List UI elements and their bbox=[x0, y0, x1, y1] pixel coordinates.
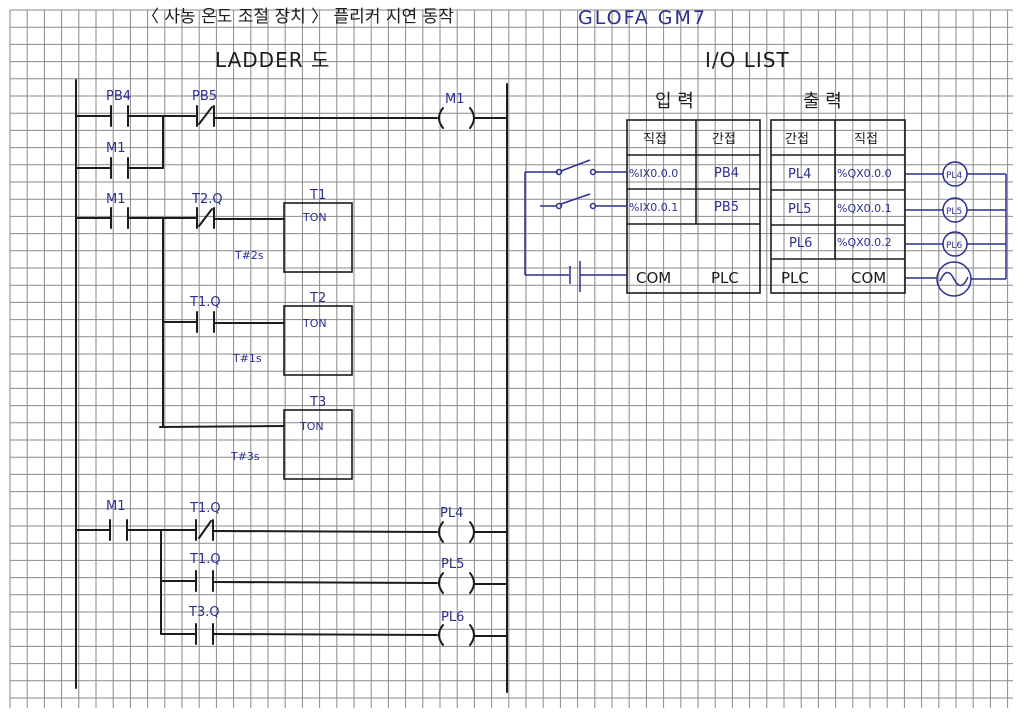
coil-label-pl5: PL5 bbox=[441, 557, 464, 572]
coil-m1 bbox=[438, 107, 475, 129]
contact-label-t1q: T1.Q bbox=[189, 295, 221, 310]
input-cell-address: %IX0.0.0 bbox=[629, 167, 678, 180]
coil-pl6 bbox=[438, 624, 475, 646]
ac-source-icon bbox=[936, 261, 972, 297]
rung-2: M1 T2.Q T1 TON T#2s bbox=[75, 188, 353, 273]
timer-preset-t1: T#2s bbox=[234, 249, 264, 262]
grid bbox=[9, 9, 1013, 708]
input-table: 직접 간접 %IX0.0.0 PB4 %IX0.0.1 PB5 COM PLC bbox=[626, 119, 761, 294]
input-cell-com: COM bbox=[636, 269, 671, 287]
pilot-lamp-pl6-icon: PL6 bbox=[942, 231, 968, 257]
ladder-title: LADDER 도 bbox=[215, 48, 330, 72]
input-section-title: 입 력 bbox=[655, 91, 694, 112]
coil-pl4 bbox=[438, 521, 475, 543]
rung-6: T1.Q PL5 bbox=[160, 552, 508, 594]
coil-label-m1: M1 bbox=[445, 92, 465, 107]
output-table: 간접 직접 PL4 %QX0.0.0 PL5 %QX0.0.1 PL6 %QX0… bbox=[770, 119, 906, 294]
output-cell-address: %QX0.0.2 bbox=[837, 236, 892, 249]
timer-block-t2: T2 TON T#1s bbox=[232, 291, 353, 376]
contact-label-t3q: T3.Q bbox=[188, 605, 220, 620]
contact-label-pb5: PB5 bbox=[192, 89, 217, 104]
contact-label-m1-output: M1 bbox=[106, 499, 126, 514]
lamp-label-pl6: PL6 bbox=[946, 241, 962, 251]
contact-label-m1: M1 bbox=[106, 192, 126, 207]
timer-block-t1: T1 TON T#2s bbox=[234, 188, 353, 273]
input-cell-name: PB5 bbox=[714, 200, 739, 215]
output-cell-address: %QX0.0.1 bbox=[837, 202, 892, 215]
timer-name-t2: T2 bbox=[309, 291, 326, 306]
output-cell-name: PL5 bbox=[788, 202, 811, 217]
input-header-indirect: 간접 bbox=[712, 132, 736, 147]
input-wiring bbox=[524, 159, 627, 292]
rung-3: T1.Q T2 TON T#1s bbox=[162, 291, 353, 376]
contact-no-m1-output bbox=[109, 519, 128, 541]
input-header-direct: 직접 bbox=[643, 132, 667, 147]
header-title-korean: 〈 사농 온도 조절 장치 〉 플리커 지연 동작 bbox=[142, 7, 454, 27]
contact-label-pb4: PB4 bbox=[106, 89, 131, 104]
dc-battery-icon bbox=[569, 261, 581, 292]
contact-nc-t1q bbox=[195, 519, 214, 541]
coil-label-pl4: PL4 bbox=[440, 506, 463, 521]
input-cell-name: PB4 bbox=[714, 166, 739, 181]
lamp-label-pl5: PL5 bbox=[946, 207, 962, 217]
output-cell-name: PL6 bbox=[789, 236, 812, 251]
lamp-label-pl4: PL4 bbox=[946, 171, 962, 181]
timer-preset-t2: T#1s bbox=[232, 352, 262, 365]
timer-type-t2: TON bbox=[302, 317, 327, 330]
io-list-title: I/O LIST bbox=[705, 48, 790, 72]
timer-name-t1: T1 bbox=[309, 188, 326, 203]
output-wiring: PL4 PL5 PL6 bbox=[905, 161, 1007, 297]
contact-label-t1q-output: T1.Q bbox=[189, 552, 221, 567]
pushbutton-switch-pb5-icon bbox=[555, 193, 597, 210]
pushbutton-switch-pb4-icon bbox=[555, 159, 597, 176]
output-header-indirect: 간접 bbox=[785, 132, 809, 147]
input-cell-address: %IX0.0.1 bbox=[629, 201, 678, 214]
contact-label-m1-seal: M1 bbox=[106, 141, 126, 156]
contact-nc-pb5 bbox=[196, 105, 215, 127]
contact-no-t3q bbox=[195, 623, 214, 645]
contact-label-t1q-nc: T1.Q bbox=[189, 501, 221, 516]
timer-name-t3: T3 bbox=[309, 395, 326, 410]
rung-7: T3.Q PL6 bbox=[160, 605, 508, 646]
contact-label-t2q: T2.Q bbox=[191, 192, 223, 207]
contact-no-t1q-output bbox=[195, 570, 214, 592]
output-section-title: 출 력 bbox=[803, 91, 842, 112]
header-plc-model: GLOFA GM7 bbox=[578, 7, 707, 29]
output-cell-address: %QX0.0.0 bbox=[837, 167, 892, 180]
timer-type-t1: TON bbox=[302, 211, 327, 224]
rung-1: PB4 M1 PB5 M1 bbox=[75, 89, 508, 179]
output-cell-plc: PLC bbox=[781, 269, 809, 287]
output-cell-com: COM bbox=[851, 269, 886, 287]
output-cell-name: PL4 bbox=[788, 167, 811, 182]
ladder-diagram: PB4 M1 PB5 M1 bbox=[75, 79, 508, 693]
output-header-direct: 직접 bbox=[854, 132, 878, 147]
rung-4: T3 TON T#3s bbox=[159, 395, 353, 480]
timer-type-t3: TON bbox=[299, 420, 324, 433]
input-cell-plc: PLC bbox=[711, 269, 739, 287]
coil-label-pl6: PL6 bbox=[441, 610, 464, 625]
rung-5: M1 T1.Q PL4 bbox=[75, 499, 508, 543]
coil-pl5 bbox=[438, 572, 475, 594]
timer-preset-t3: T#3s bbox=[230, 450, 260, 463]
timer-block-t3: T3 TON T#3s bbox=[230, 395, 353, 480]
pilot-lamp-pl5-icon: PL5 bbox=[942, 197, 968, 223]
